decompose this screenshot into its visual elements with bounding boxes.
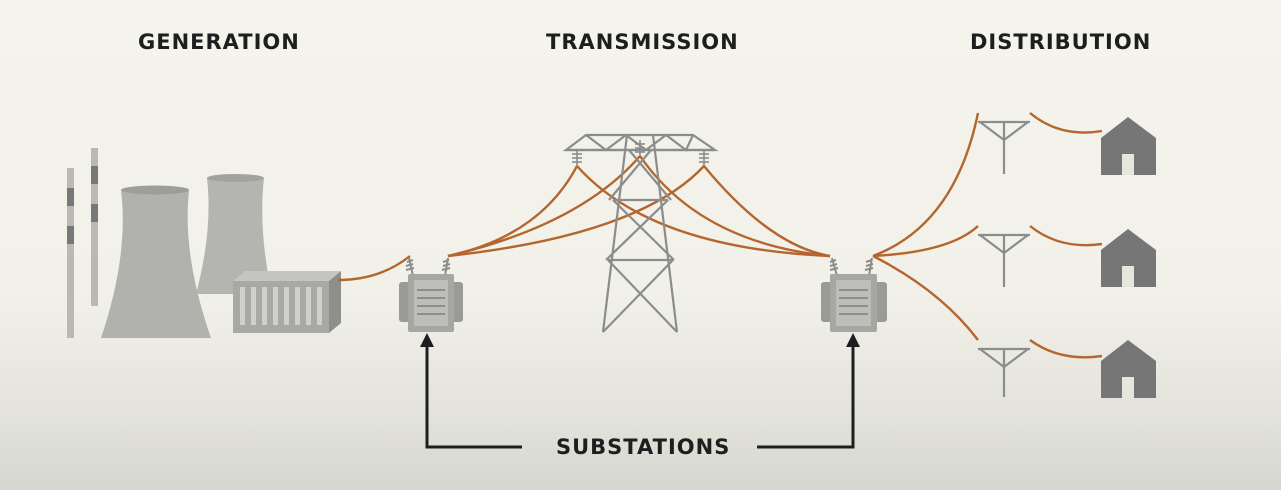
cooling-tower-front xyxy=(101,185,211,338)
pole-top xyxy=(978,120,1030,174)
generator-building xyxy=(233,271,341,333)
house-middle xyxy=(1101,229,1156,287)
wire-sub2-to-pole-bottom xyxy=(872,254,979,341)
wire-pole-top-to-house xyxy=(1029,112,1103,134)
power-plant xyxy=(67,148,341,338)
house-bottom xyxy=(1101,340,1156,398)
power-lines xyxy=(337,112,1103,359)
substation-step-up xyxy=(399,257,463,332)
wire-sub1-to-tower-right xyxy=(447,165,705,258)
heading-transmission: TRANSMISSION xyxy=(546,30,739,54)
wire-plant-to-substation xyxy=(337,255,411,282)
wire-pole-bottom-to-house xyxy=(1029,339,1103,359)
pole-bottom xyxy=(978,347,1030,397)
smokestack-right xyxy=(91,148,98,306)
tower-insulators xyxy=(572,140,709,166)
wire-sub2-to-pole-middle xyxy=(872,225,979,258)
arrow-left xyxy=(425,342,522,449)
wire-sub2-to-pole-top xyxy=(872,112,980,258)
wire-tower-center-to-sub2 xyxy=(639,155,831,258)
wire-sub1-to-tower-center xyxy=(447,155,641,258)
wire-pole-middle-to-house xyxy=(1029,225,1103,247)
wire-tower-left-to-sub2 xyxy=(576,165,831,258)
house-top xyxy=(1101,117,1156,175)
distribution-poles xyxy=(978,120,1030,397)
wire-sub1-to-tower-left xyxy=(447,165,579,258)
heading-distribution: DISTRIBUTION xyxy=(970,30,1152,54)
houses xyxy=(1101,117,1156,398)
arrow-right-head xyxy=(846,333,860,347)
wire-tower-right-to-sub2 xyxy=(703,165,831,258)
substations-label: SUBSTATIONS xyxy=(556,435,731,459)
cooling-tower-back xyxy=(196,174,272,294)
arrow-right xyxy=(757,342,855,449)
smokestack-left xyxy=(67,168,74,338)
pole-middle xyxy=(978,233,1030,287)
arrow-left-head xyxy=(420,333,434,347)
transmission-tower xyxy=(562,133,719,333)
heading-generation: GENERATION xyxy=(138,30,300,54)
substation-arrows xyxy=(425,342,855,449)
substation-step-down xyxy=(821,257,887,332)
